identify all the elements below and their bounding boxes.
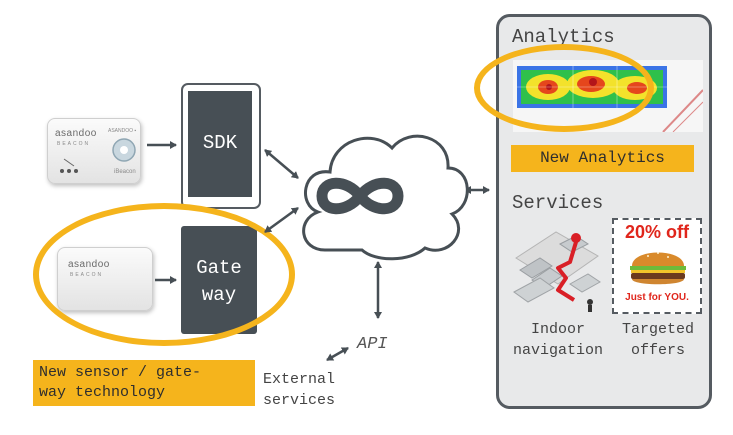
highlight-ring-analytics	[474, 44, 654, 132]
services-title: Services	[512, 192, 604, 214]
offer-tagline: Just for YOU.	[625, 292, 689, 303]
offer-card: 20% off Just for YOU.	[612, 218, 702, 314]
indoor-navigation-line1: Indoor	[530, 321, 585, 338]
analytics-title: Analytics	[512, 26, 615, 48]
highlight-ring-gateway	[33, 203, 295, 346]
sdk-label: SDK	[202, 132, 238, 154]
cloud-icon	[302, 134, 469, 261]
indoor-map-image	[510, 218, 602, 312]
beacon-button-icon	[112, 138, 136, 162]
new-sensor-caption: New sensor / gate- way technology	[33, 360, 255, 406]
indoor-navigation-line2: navigation	[512, 342, 603, 359]
external-services-line1: External	[263, 371, 336, 388]
beacon-small-text: ASANDOO ▪	[108, 128, 137, 134]
targeted-offers-line1: Targeted	[621, 321, 694, 338]
targeted-offers-line2: offers	[630, 342, 685, 359]
api-label: API	[357, 335, 388, 354]
burger-icon	[630, 252, 686, 285]
external-services-line2: services	[263, 392, 336, 409]
new-sensor-line2: way technology	[39, 384, 166, 401]
sdk-screen	[188, 91, 252, 197]
beacon-brand-text: asandoo	[55, 128, 97, 139]
beacon-device-top: asandoo BEACON ASANDOO ▪ iBeacon	[47, 118, 141, 184]
beacon-leds-icon	[60, 158, 78, 173]
beacon-tag-text: iBeacon	[114, 169, 136, 175]
beacon-sub-text: BEACON	[57, 141, 91, 147]
offer-headline: 20% off	[624, 222, 689, 242]
new-sensor-line1: New sensor / gate-	[39, 364, 202, 381]
new-analytics-caption: New Analytics	[511, 145, 694, 172]
